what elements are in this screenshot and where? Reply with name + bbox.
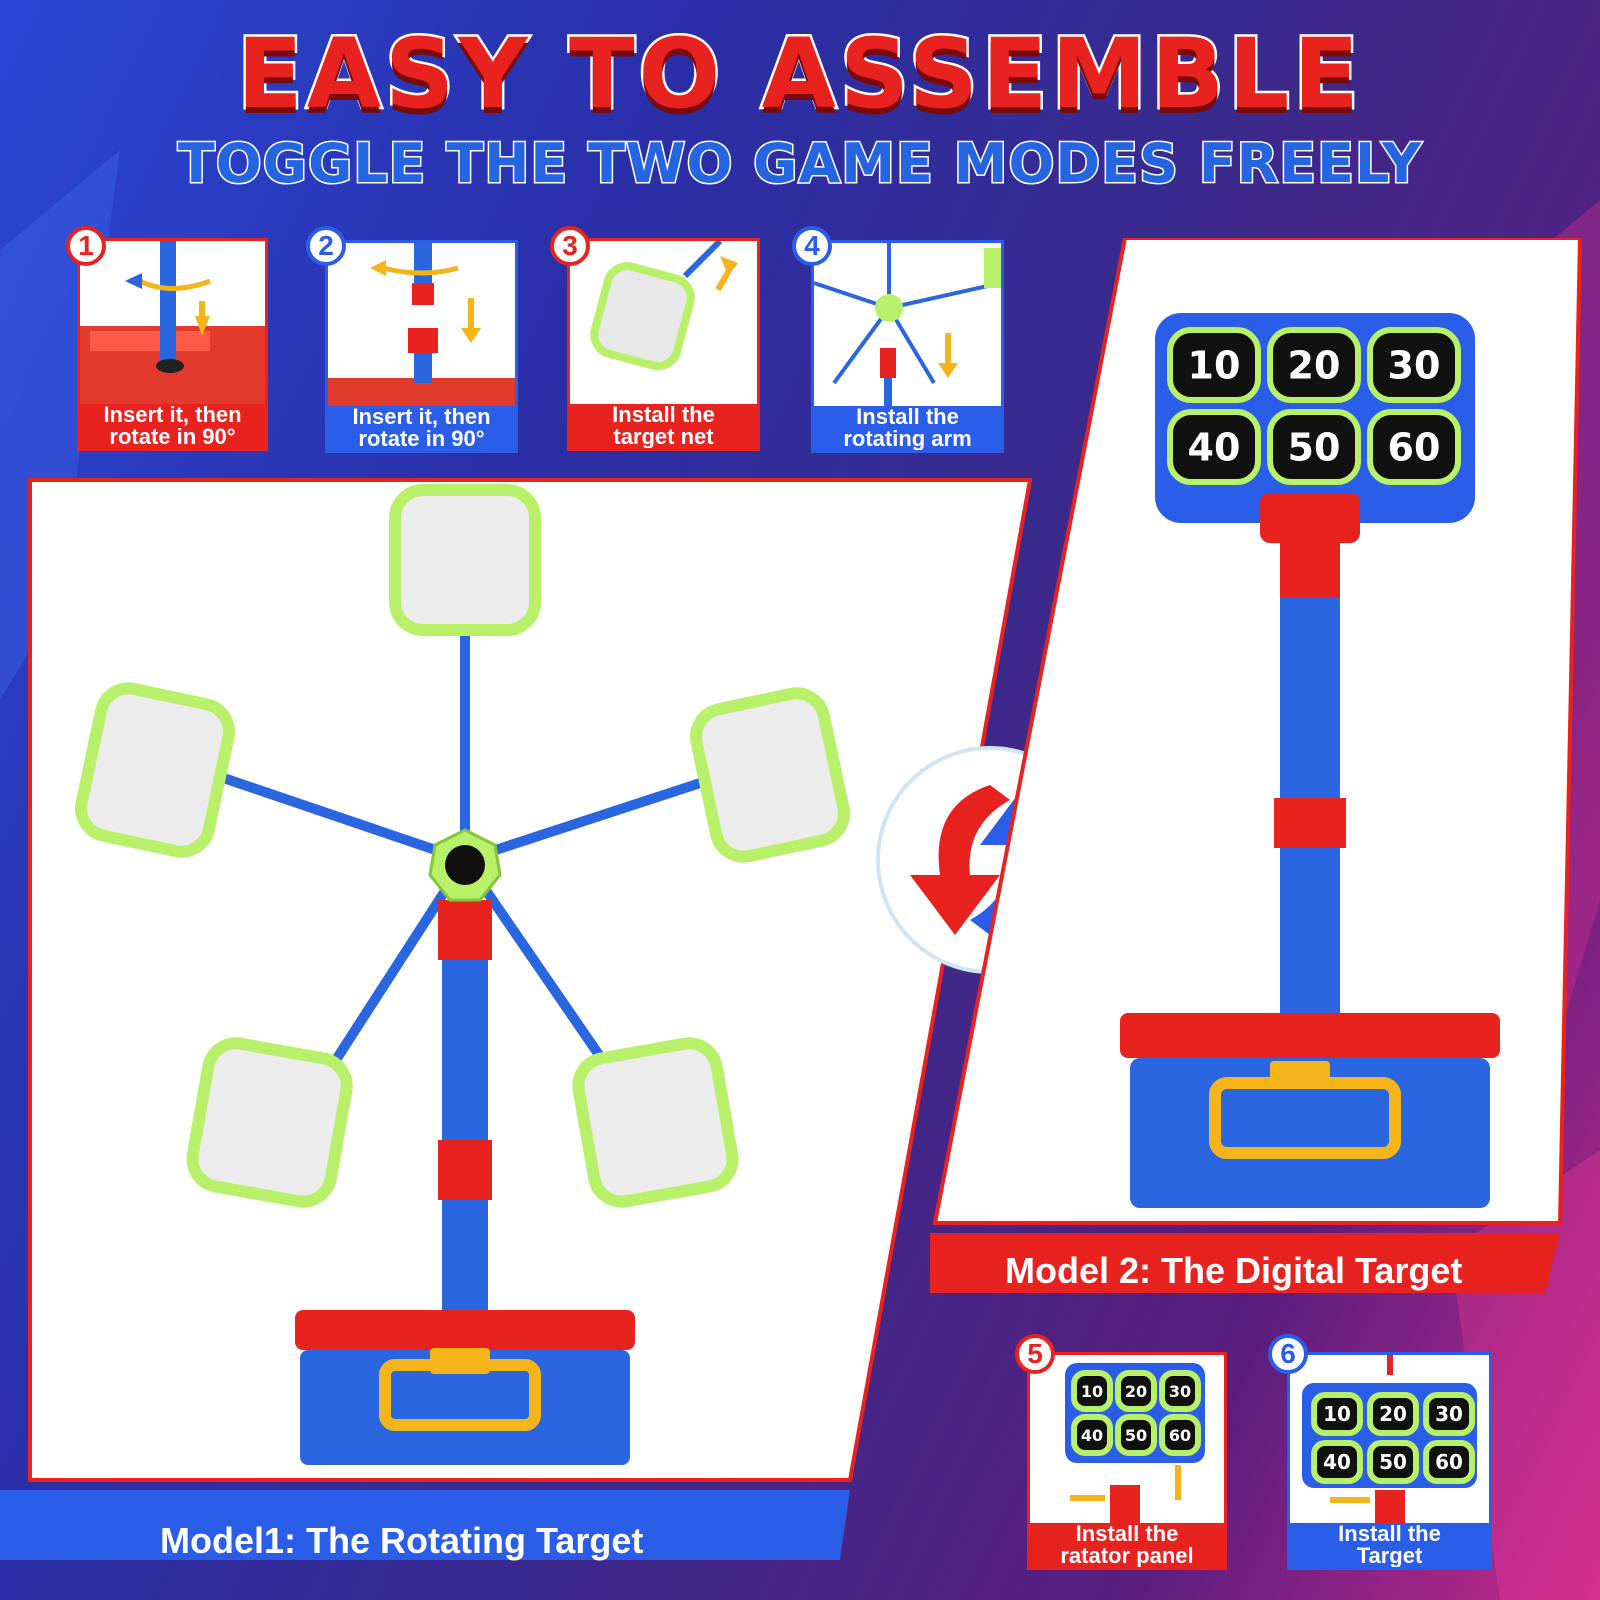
score-label-10: 10 (1081, 1382, 1103, 1401)
score-label-60: 60 (1388, 426, 1441, 470)
score-label-10: 10 (1188, 344, 1241, 388)
model2-panel: 10 20 30 40 50 60 (930, 238, 1583, 1293)
subheadline: TOGGLE THE TWO GAME MODES FREELY (176, 131, 1423, 197)
score-label-30: 30 (1169, 1382, 1191, 1401)
score-tile-30 (1159, 1370, 1201, 1412)
step-2-caption: Insert it, then rotate in 90° (328, 406, 515, 450)
step-1-illustration (80, 241, 265, 406)
score-tile-40 (1311, 1440, 1363, 1484)
score-label-50: 50 (1125, 1426, 1147, 1445)
score-tile-60 (1367, 409, 1461, 485)
score-label-30: 30 (1435, 1402, 1463, 1426)
score-label-60: 60 (1435, 1450, 1463, 1474)
step-1-badge: 1 (66, 226, 106, 266)
score-tile-10 (1167, 327, 1261, 403)
score-label-10: 10 (1323, 1402, 1351, 1426)
score-label-40: 40 (1323, 1450, 1351, 1474)
step-5-illustration: 10 20 30 40 50 60 (1065, 1363, 1205, 1525)
step-5-card: 10 20 30 40 50 60 Install the ratator panel (1027, 1352, 1227, 1570)
score-tile-20 (1367, 1392, 1419, 1436)
step-4-caption: Install the rotating arm (814, 406, 1001, 450)
score-label-20: 20 (1288, 344, 1341, 388)
score-tile-40 (1071, 1414, 1113, 1456)
step-5-caption: Install the ratator panel (1030, 1523, 1224, 1567)
score-tile-50 (1115, 1414, 1157, 1456)
score-label-50: 50 (1379, 1450, 1407, 1474)
step-3-card: Install the target net (567, 238, 760, 451)
step-6-caption: Install the Target (1290, 1523, 1489, 1567)
score-label-50: 50 (1288, 426, 1341, 470)
model2-label: Model 2: The Digital Target (1005, 1250, 1463, 1291)
score-tile-30 (1423, 1392, 1475, 1436)
score-tile-60 (1423, 1440, 1475, 1484)
score-label-20: 20 (1125, 1382, 1147, 1401)
step-1-caption: Insert it, then rotate in 90° (80, 404, 265, 448)
score-tile-10 (1071, 1370, 1113, 1412)
score-label-40: 40 (1188, 426, 1241, 470)
step-2-badge: 2 (306, 226, 346, 266)
step-2-illustration (328, 243, 515, 408)
step-4-card: Install the rotating arm (811, 240, 1004, 453)
score-tile-60 (1159, 1414, 1201, 1456)
score-tile-30 (1367, 327, 1461, 403)
step-3-badge: 3 (550, 226, 590, 266)
step-2-card: Insert it, then rotate in 90° (325, 240, 518, 453)
step-4-badge: 4 (792, 226, 832, 266)
score-tile-50 (1267, 409, 1361, 485)
score-label-60: 60 (1169, 1426, 1191, 1445)
step-3-caption: Install the target net (570, 404, 757, 448)
step-1-card: Insert it, then rotate in 90° (77, 238, 268, 451)
score-tile-20 (1115, 1370, 1157, 1412)
headline: EASY TO ASSEMBLE (235, 16, 1363, 133)
model1-panel (0, 478, 1033, 1560)
scoreboard: 10 20 30 40 50 60 (1167, 327, 1461, 485)
score-label-40: 40 (1081, 1426, 1103, 1445)
score-tile-20 (1267, 327, 1361, 403)
step-6-badge: 6 (1268, 1334, 1308, 1374)
step-3-illustration (590, 241, 738, 371)
score-label-30: 30 (1388, 344, 1441, 388)
model1-label: Model1: The Rotating Target (160, 1520, 644, 1561)
step-4-illustration (814, 243, 1001, 408)
score-tile-50 (1367, 1440, 1419, 1484)
step-6-card: 10 20 30 40 50 60 Install the Target (1287, 1352, 1492, 1570)
step-5-badge: 5 (1015, 1334, 1055, 1374)
score-tile-10 (1311, 1392, 1363, 1436)
score-tile-40 (1167, 409, 1261, 485)
step-6-illustration: 10 20 30 40 50 60 (1302, 1355, 1477, 1523)
score-label-20: 20 (1379, 1402, 1407, 1426)
